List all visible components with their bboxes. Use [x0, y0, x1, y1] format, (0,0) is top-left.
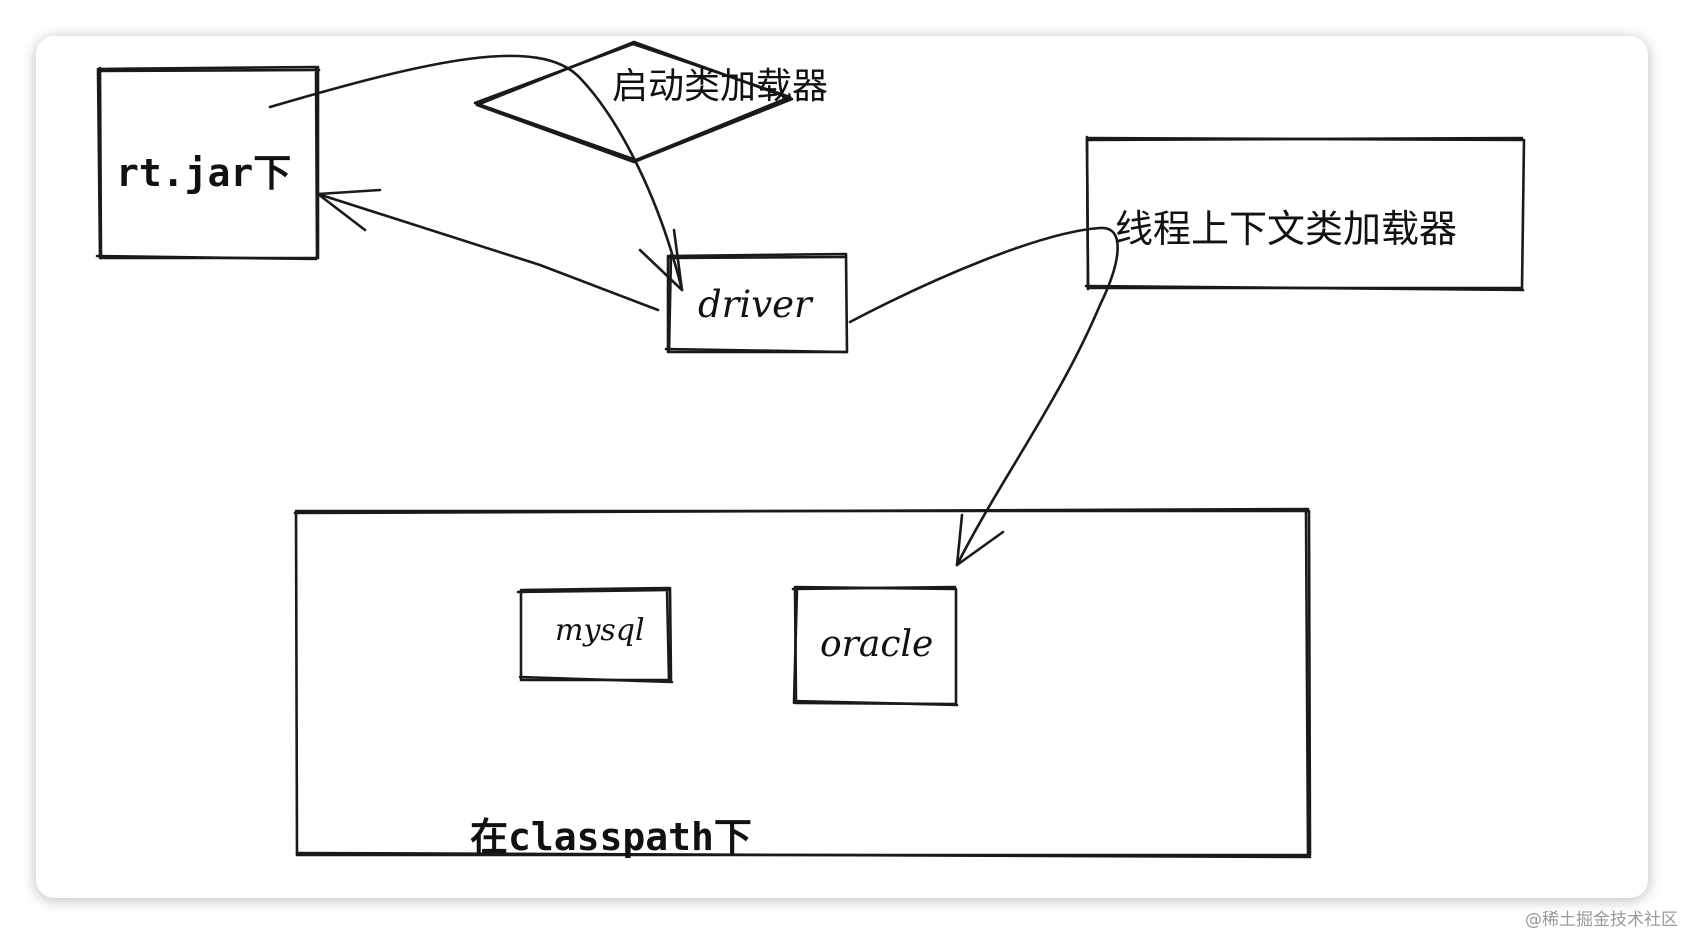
thread-context-loader-label: 线程上下文类加载器 [1115, 207, 1458, 251]
oracle-label: oracle [820, 624, 934, 665]
bootstrap-loader-label: 启动类加载器 [612, 66, 829, 107]
rt-jar-box [95, 65, 321, 261]
arrow-rtjar-to-driver [268, 54, 684, 292]
line-driver-to-thread-context [848, 226, 1119, 567]
thread-context-box [1084, 135, 1526, 292]
oracle-box [791, 585, 959, 707]
rt-jar-label: rt.jar下 [116, 151, 292, 195]
classpath-box [293, 507, 1312, 859]
mysql-label: mysql [555, 613, 645, 648]
diagram-canvas [36, 36, 1648, 898]
classpath-label: 在classpath下 [470, 815, 752, 859]
mysql-box [516, 586, 674, 684]
driver-box [664, 252, 849, 354]
arrow-driver-to-rtjar [316, 188, 660, 312]
bootstrap-loader-diamond [473, 40, 794, 164]
driver-label: driver [698, 283, 812, 326]
watermark: @稀土掘金技术社区 [1525, 910, 1678, 930]
